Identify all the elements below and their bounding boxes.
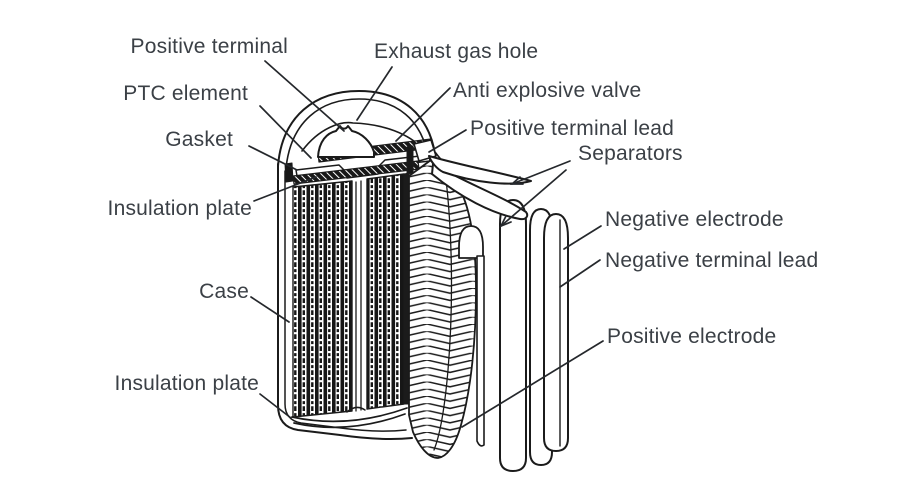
exhaust-gas-hole-leader	[356, 66, 393, 121]
separator-strip-hump	[458, 225, 484, 259]
separators-leader-2	[500, 169, 567, 227]
label-positive-electrode: Positive electrode	[607, 325, 777, 348]
insulation-plate-bottom-drawing	[291, 407, 408, 423]
case-inner-wall	[284, 170, 407, 432]
label-ptc-element: PTC element	[123, 82, 248, 105]
label-exhaust-gas-hole: Exhaust gas hole	[374, 40, 539, 63]
positive-electrode-leader	[461, 340, 604, 428]
separator-ribbon-upper	[428, 155, 532, 185]
positive-terminal-leader	[264, 60, 345, 132]
label-positive-terminal: Positive terminal	[130, 35, 288, 58]
case-outline	[277, 163, 413, 440]
separators-arrowhead-2	[499, 215, 512, 228]
insulation-plate-top-leader	[253, 176, 317, 202]
label-negative-electrode: Negative electrode	[605, 208, 784, 231]
jelly-roll-left	[292, 180, 353, 418]
cut-face-fold-seam	[433, 163, 453, 451]
insulation-plate-bottom-drawing-2	[293, 413, 406, 429]
case-leader	[250, 296, 290, 323]
leader-lines	[248, 60, 604, 428]
label-gasket: Gasket	[165, 128, 233, 151]
insulation-plate-bottom-leader	[259, 393, 292, 419]
battery-illustration	[277, 90, 569, 472]
jelly-roll-right	[366, 173, 405, 410]
label-case: Case	[199, 280, 249, 303]
dome-inner-arc	[285, 98, 429, 169]
separator-ribbon-lower	[431, 163, 529, 221]
separators-arrowhead-1	[509, 176, 524, 185]
dome-plateau-edge	[301, 121, 424, 152]
separator-strip-sliver	[476, 255, 485, 447]
positive-terminal-button	[317, 125, 375, 158]
label-insulation-plate-bottom: Insulation plate	[114, 372, 259, 395]
separator-hanging-strip	[499, 199, 527, 472]
dome-outer-arc	[277, 90, 436, 167]
positive-terminal-lead-leader	[428, 129, 467, 153]
negative-terminal-lead-leader	[559, 259, 601, 288]
insulation-plate-bottom-bump	[346, 406, 366, 413]
label-negative-terminal-lead: Negative terminal lead	[605, 249, 819, 272]
ptc-element-leader	[259, 105, 312, 159]
label-separators: Separators	[578, 142, 683, 165]
label-anti-explosive-valve: Anti explosive valve	[453, 79, 642, 102]
right-crimp-end	[406, 145, 414, 175]
negative-electrode-strip	[543, 213, 569, 452]
label-insulation-plate-top: Insulation plate	[107, 197, 252, 220]
gasket-leader	[248, 145, 298, 171]
negative-electrode-leader	[563, 225, 602, 250]
separators-leader-1	[511, 160, 571, 185]
anti-explosive-valve-leader	[395, 87, 451, 142]
label-positive-terminal-lead: Positive terminal lead	[470, 117, 674, 140]
